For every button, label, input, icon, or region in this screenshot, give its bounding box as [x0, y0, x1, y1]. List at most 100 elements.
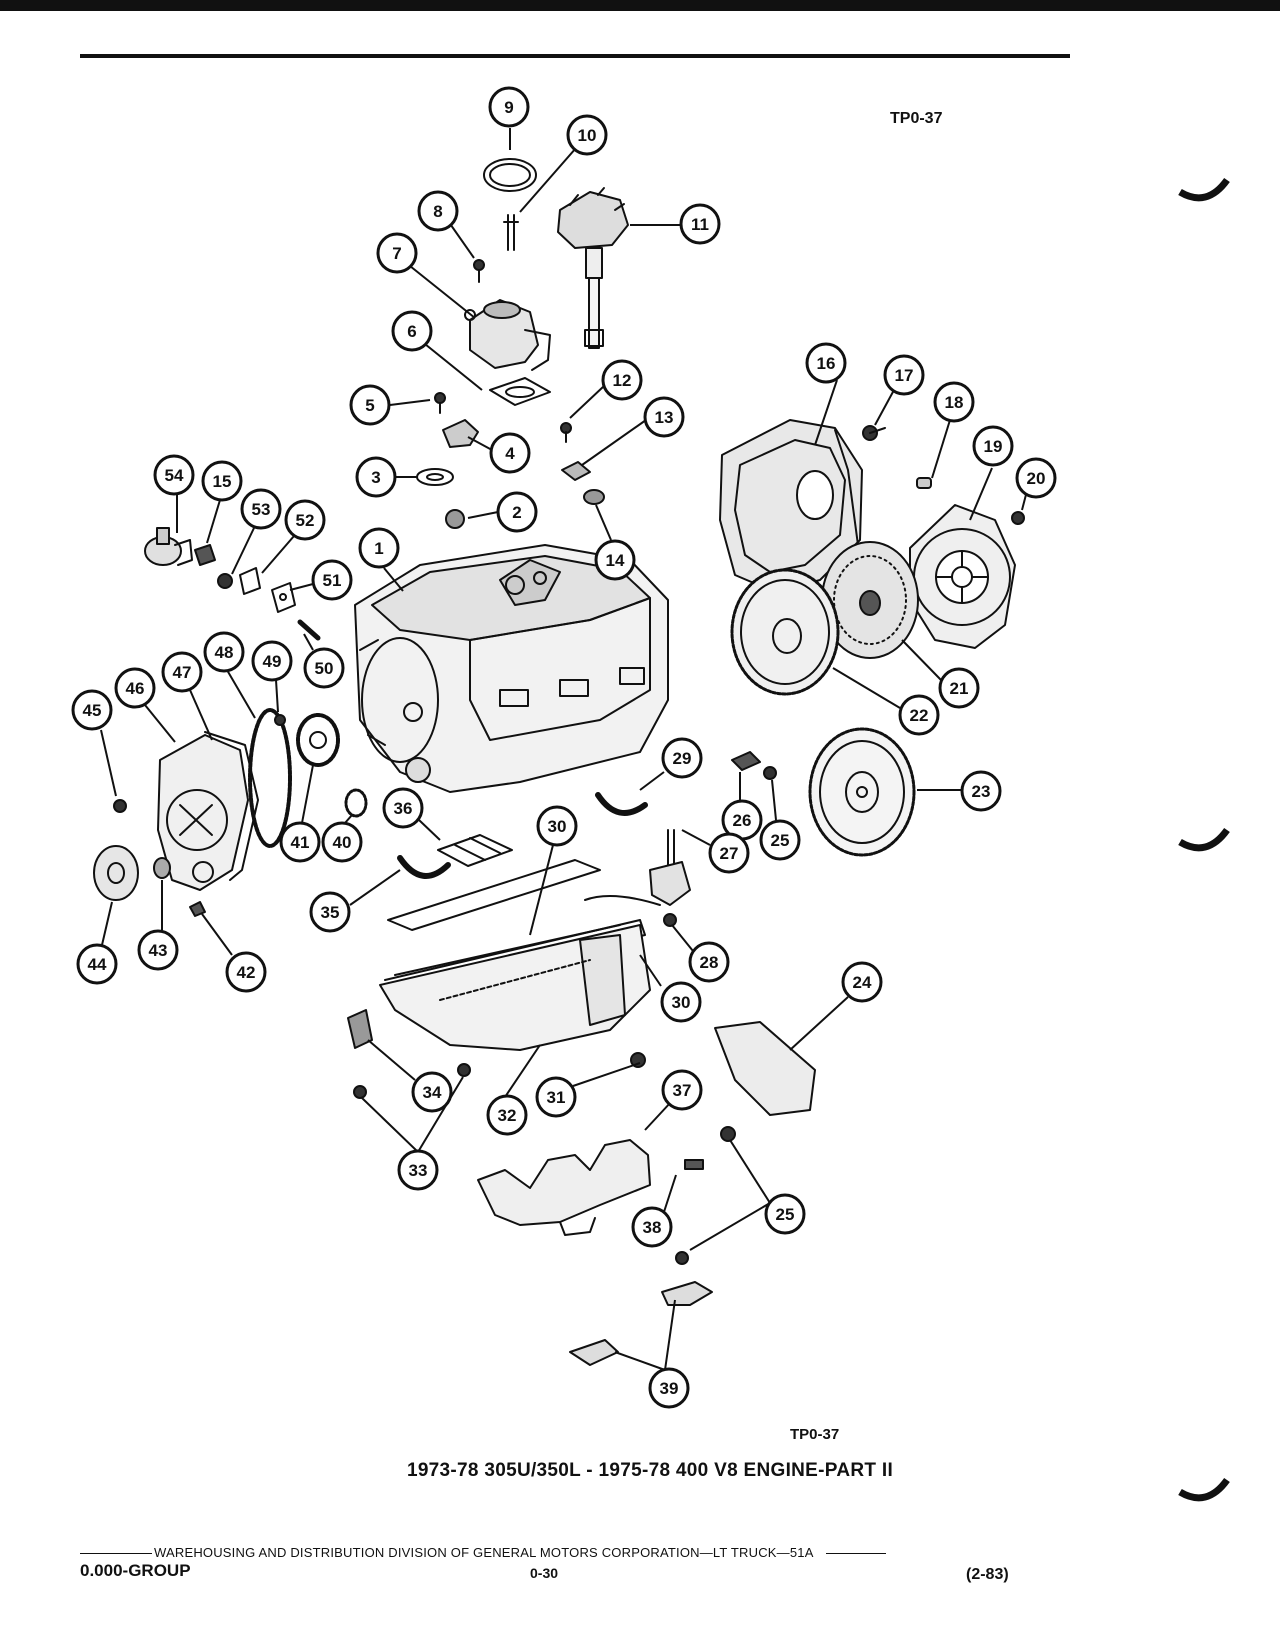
- svg-text:49: 49: [263, 652, 282, 671]
- part-bolt-53: [217, 573, 233, 589]
- binder-hole-mark-bottom: [1178, 1477, 1230, 1502]
- svg-text:25: 25: [771, 831, 790, 850]
- part-plate-36: [437, 834, 513, 867]
- callout-9: 9: [488, 86, 530, 128]
- svg-text:5: 5: [365, 396, 374, 415]
- svg-text:6: 6: [407, 322, 416, 341]
- svg-text:19: 19: [984, 437, 1003, 456]
- svg-text:3: 3: [371, 468, 380, 487]
- binder-hole-mark-top: [1178, 177, 1230, 202]
- part-reinforcement-34: [347, 1009, 373, 1049]
- svg-text:4: 4: [505, 444, 515, 463]
- svg-text:9: 9: [504, 98, 513, 117]
- svg-text:34: 34: [423, 1083, 442, 1102]
- svg-text:36: 36: [394, 799, 413, 818]
- callout-42: 42: [225, 951, 267, 993]
- callout-1: 1: [358, 527, 400, 569]
- svg-text:14: 14: [606, 551, 625, 570]
- footer-publisher-text: WAREHOUSING AND DISTRIBUTION DIVISION OF…: [154, 1545, 814, 1560]
- svg-text:35: 35: [321, 903, 340, 922]
- part-carb-gasket: [489, 377, 551, 406]
- svg-text:12: 12: [613, 371, 632, 390]
- svg-text:53: 53: [252, 500, 271, 519]
- svg-text:47: 47: [173, 663, 192, 682]
- figure-caption: 1973-78 305U/350L - 1975-78 400 V8 ENGIN…: [406, 1460, 894, 1481]
- footer-date: (2-83): [966, 1566, 1009, 1583]
- svg-text:41: 41: [291, 833, 310, 852]
- svg-text:38: 38: [643, 1218, 662, 1237]
- callout-25b: 25: [764, 1193, 806, 1235]
- callout-37: 37: [661, 1069, 703, 1111]
- callout-3: 3: [355, 456, 397, 498]
- callout-46: 46: [114, 667, 156, 709]
- svg-text:13: 13: [655, 408, 674, 427]
- footer-publisher-line: WAREHOUSING AND DISTRIBUTION DIVISION OF…: [80, 1545, 886, 1560]
- part-flexplate: [808, 727, 916, 857]
- svg-text:30: 30: [672, 993, 691, 1012]
- callout-14: 14: [594, 539, 636, 581]
- svg-text:23: 23: [972, 782, 991, 801]
- callout-19: 19: [972, 425, 1014, 467]
- callout-22: 22: [898, 694, 940, 736]
- svg-text:26: 26: [733, 811, 752, 830]
- binder-hole-mark-middle: [1178, 827, 1230, 852]
- callout-54: 54: [153, 454, 195, 496]
- part-timing-chain: [248, 708, 292, 848]
- callout-47: 47: [161, 651, 203, 693]
- svg-text:50: 50: [315, 659, 334, 678]
- svg-text:39: 39: [660, 1379, 679, 1398]
- svg-text:10: 10: [578, 126, 597, 145]
- part-pressure-plate: [909, 504, 1016, 649]
- part-key-42: [189, 901, 206, 917]
- part-distributor: [557, 187, 629, 349]
- part-plug-14: [583, 489, 605, 505]
- svg-text:22: 22: [910, 706, 929, 725]
- callout-15: 15: [201, 460, 243, 502]
- svg-text:40: 40: [333, 833, 352, 852]
- part-thermostat-housing: [442, 419, 479, 448]
- svg-text:25: 25: [776, 1205, 795, 1224]
- svg-text:32: 32: [498, 1106, 517, 1125]
- part-bolt-12: [560, 422, 572, 443]
- svg-text:54: 54: [165, 466, 184, 485]
- callout-20: 20: [1015, 457, 1057, 499]
- svg-text:52: 52: [296, 511, 315, 530]
- svg-text:42: 42: [237, 963, 256, 982]
- svg-text:15: 15: [213, 472, 232, 491]
- part-stud: [503, 214, 519, 251]
- callout-53: 53: [240, 488, 282, 530]
- svg-text:48: 48: [215, 643, 234, 662]
- part-cover-gasket: [204, 731, 259, 881]
- callout-30b: 30: [660, 981, 702, 1023]
- part-bolt-25: [763, 766, 777, 780]
- part-bolt-17: [862, 425, 886, 441]
- part-fuel-pump: [144, 527, 193, 566]
- callout-6: 6: [391, 310, 433, 352]
- svg-text:8: 8: [433, 202, 442, 221]
- part-bearing-cap-35: [397, 855, 451, 879]
- svg-text:31: 31: [547, 1088, 566, 1107]
- svg-text:44: 44: [88, 955, 107, 974]
- footer-group: 0.000-GROUP: [80, 1561, 191, 1580]
- part-flywheel: [730, 568, 840, 696]
- part-bolt-38: [684, 1159, 704, 1170]
- callout-39: 39: [648, 1367, 690, 1409]
- part-dowel-18: [916, 477, 932, 489]
- part-bracket-13: [561, 461, 591, 481]
- callout-28: 28: [688, 941, 730, 983]
- svg-text:33: 33: [409, 1161, 428, 1180]
- part-flywheel-shield: [714, 1021, 816, 1116]
- callout-8: 8: [417, 190, 459, 232]
- svg-text:51: 51: [323, 571, 342, 590]
- callout-51: 51: [311, 559, 353, 601]
- callout-30: 30: [536, 805, 578, 847]
- callout-36: 36: [382, 787, 424, 829]
- svg-text:43: 43: [149, 941, 168, 960]
- part-timing-cover: [157, 734, 249, 891]
- part-carburetor: [464, 299, 551, 371]
- part-pushrod-50: [297, 619, 321, 641]
- svg-text:11: 11: [691, 215, 709, 234]
- part-oil-pan: [379, 924, 651, 1051]
- svg-text:20: 20: [1027, 469, 1046, 488]
